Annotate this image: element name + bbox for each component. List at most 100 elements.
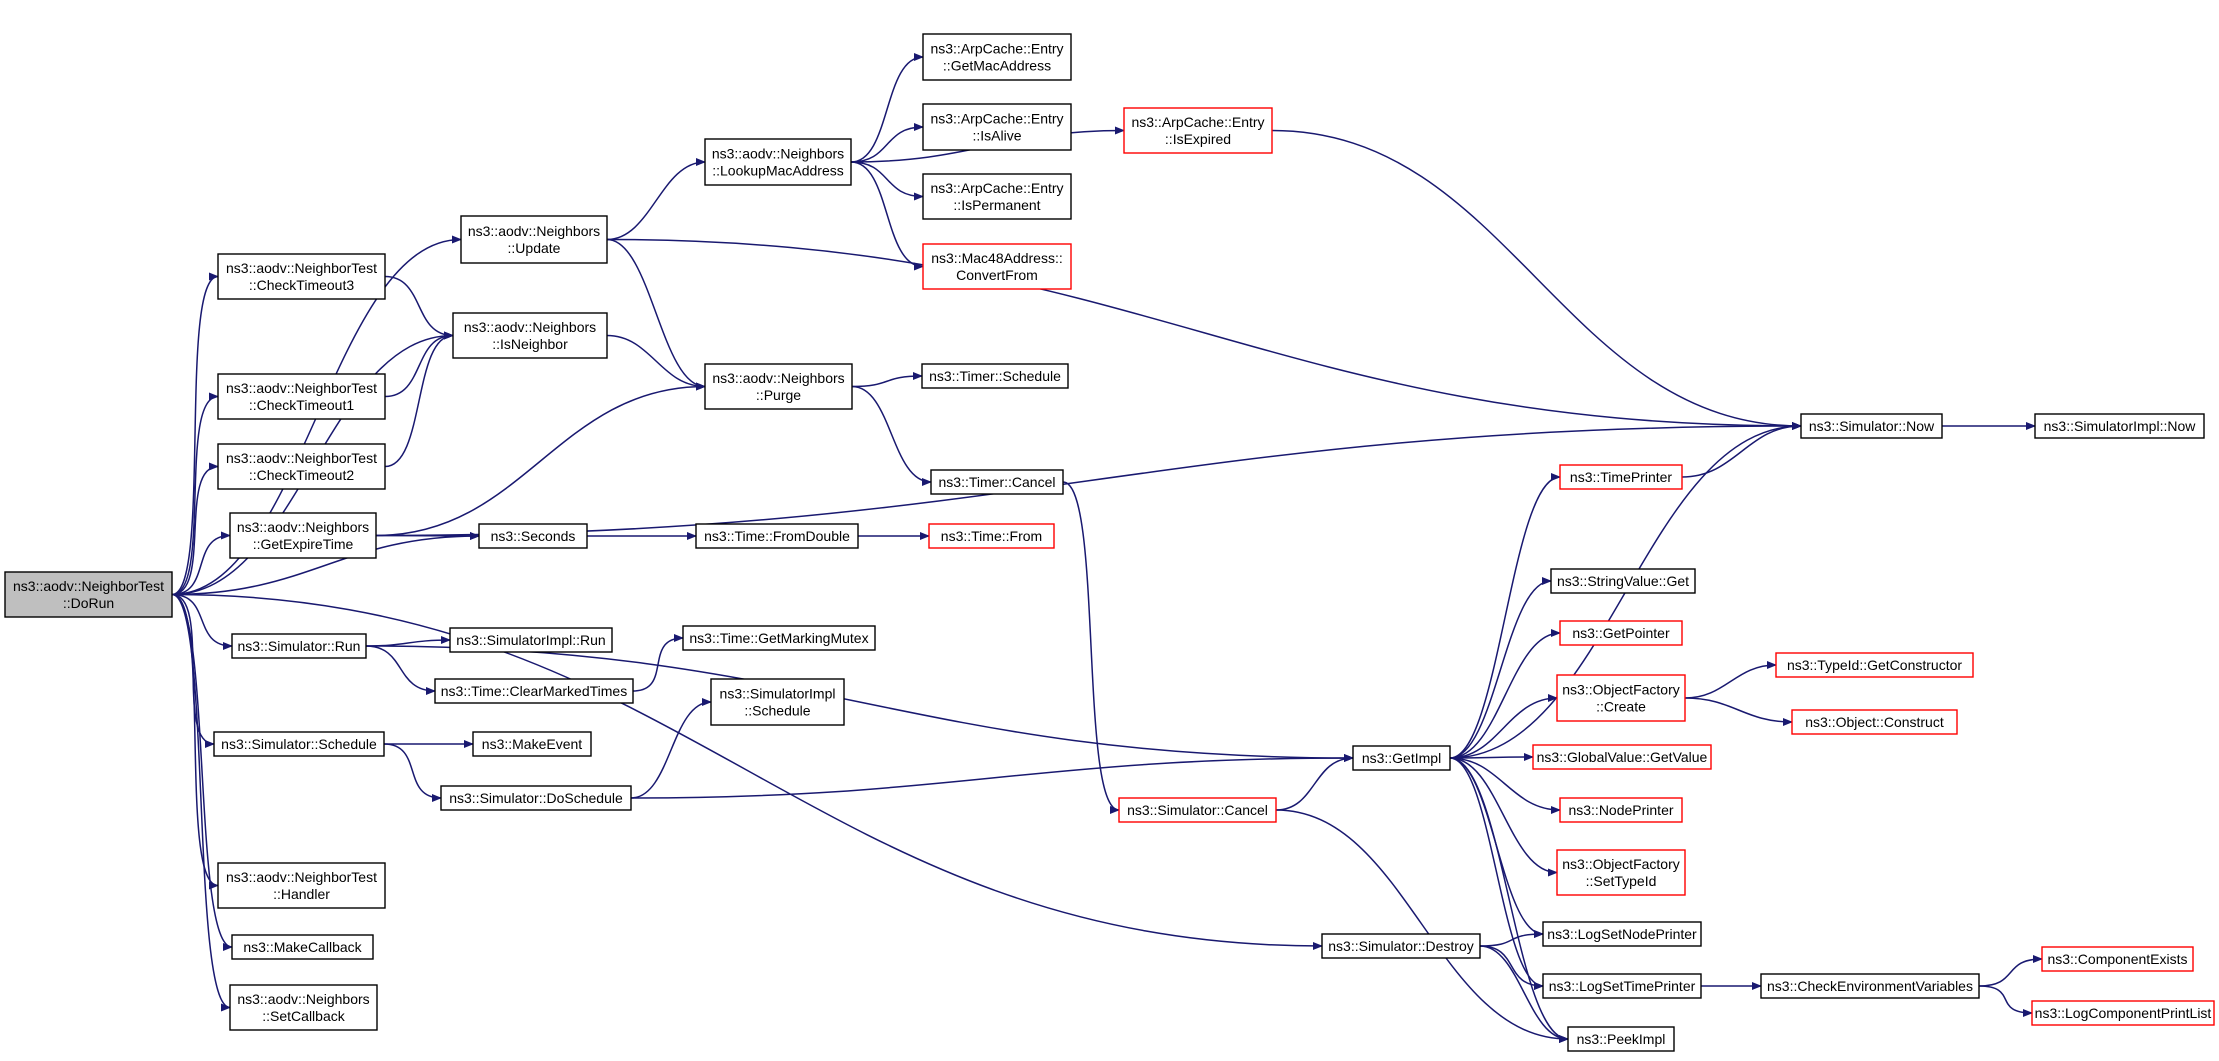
node-ct3-box[interactable] [217,253,386,300]
node-nodeprinter[interactable]: ns3::NodePrinter [1559,797,1683,823]
node-clearmarked[interactable]: ns3::Time::ClearMarkedTimes [434,678,634,704]
node-ct2-box[interactable] [217,443,386,490]
node-logsettime-box[interactable] [1542,973,1702,999]
node-ispermanent-box[interactable] [922,173,1072,220]
node-simimplnow[interactable]: ns3::SimulatorImpl::Now [2034,413,2205,439]
node-doschedule[interactable]: ns3::Simulator::DoSchedule [440,785,632,811]
node-simschedule-box[interactable] [213,731,385,757]
node-peekimpl[interactable]: ns3::PeekImpl [1567,1026,1675,1052]
node-seconds-box[interactable] [478,523,588,549]
node-nodeprinter-box[interactable] [1559,797,1683,823]
node-ofcreate[interactable]: ns3::ObjectFactory::Create [1556,674,1686,722]
node-seconds[interactable]: ns3::Seconds [478,523,588,549]
node-isalive[interactable]: ns3::ArpCache::Entry::IsAlive [922,103,1072,151]
node-simrun-box[interactable] [231,633,367,659]
node-getmac[interactable]: ns3::ArpCache::Entry::GetMacAddress [922,33,1072,81]
node-isexpired[interactable]: ns3::ArpCache::Entry::IsExpired [1123,107,1273,154]
node-timefrom[interactable]: ns3::Time::From [928,523,1055,549]
node-simimplnow-box[interactable] [2034,413,2205,439]
node-timerschedule[interactable]: ns3::Timer::Schedule [921,363,1069,389]
node-simnow[interactable]: ns3::Simulator::Now [1800,413,1943,439]
node-makeevent[interactable]: ns3::MakeEvent [472,731,592,757]
node-makecallback[interactable]: ns3::MakeCallback [231,934,374,960]
node-isexpired-box[interactable] [1123,107,1273,154]
node-simcancel-box[interactable] [1118,797,1277,823]
node-timeprinter[interactable]: ns3::TimePrinter [1559,464,1683,490]
node-globalvalue[interactable]: ns3::GlobalValue::GetValue [1532,744,1712,770]
node-ofsettypeid-box[interactable] [1556,849,1686,896]
node-getmarking-box[interactable] [682,625,876,651]
node-simimplschedule-box[interactable] [710,678,845,726]
node-timercancel[interactable]: ns3::Timer::Cancel [930,469,1064,495]
node-lookupmac[interactable]: ns3::aodv::Neighbors::LookupMacAddress [704,138,852,186]
node-getmac-box[interactable] [922,33,1072,81]
node-isneighbor[interactable]: ns3::aodv::Neighbors::IsNeighbor [452,312,608,359]
node-logsettime[interactable]: ns3::LogSetTimePrinter [1542,973,1702,999]
node-simimplrun[interactable]: ns3::SimulatorImpl::Run [449,627,613,653]
node-handler[interactable]: ns3::aodv::NeighborTest::Handler [217,862,386,909]
node-timercancel-box[interactable] [930,469,1064,495]
node-fromdouble[interactable]: ns3::Time::FromDouble [695,523,859,549]
node-checkenv-box[interactable] [1760,973,1980,999]
node-simimplschedule[interactable]: ns3::SimulatorImpl::Schedule [710,678,845,726]
node-handler-box[interactable] [217,862,386,909]
node-objconstruct[interactable]: ns3::Object::Construct [1791,709,1958,735]
node-objconstruct-box[interactable] [1791,709,1958,735]
node-ct1-box[interactable] [217,373,386,420]
node-clearmarked-box[interactable] [434,678,634,704]
node-purge[interactable]: ns3::aodv::Neighbors::Purge [704,363,853,410]
node-getexpire-box[interactable] [229,512,377,559]
node-ct3[interactable]: ns3::aodv::NeighborTest::CheckTimeout3 [217,253,386,300]
node-logcompprint-box[interactable] [2031,1000,2215,1026]
node-simnow-box[interactable] [1800,413,1943,439]
node-setcallback-box[interactable] [229,984,378,1031]
node-doschedule-box[interactable] [440,785,632,811]
node-simcancel[interactable]: ns3::Simulator::Cancel [1118,797,1277,823]
node-timeprinter-box[interactable] [1559,464,1683,490]
node-dorun-box[interactable] [4,571,173,618]
node-stringvalueget-box[interactable] [1550,568,1696,594]
node-timefrom-box[interactable] [928,523,1055,549]
node-makecallback-box[interactable] [231,934,374,960]
node-convertfrom[interactable]: ns3::Mac48Address::ConvertFrom [922,243,1072,290]
node-typeidgetctor-box[interactable] [1775,652,1974,678]
node-ispermanent[interactable]: ns3::ArpCache::Entry::IsPermanent [922,173,1072,220]
node-dorun[interactable]: ns3::aodv::NeighborTest::DoRun [4,571,173,618]
node-globalvalue-box[interactable] [1532,744,1712,770]
node-compexists[interactable]: ns3::ComponentExists [2041,946,2194,972]
node-checkenv[interactable]: ns3::CheckEnvironmentVariables [1760,973,1980,999]
node-getimpl-box[interactable] [1352,745,1451,771]
node-simrun[interactable]: ns3::Simulator::Run [231,633,367,659]
node-getpointer[interactable]: ns3::GetPointer [1559,620,1683,646]
node-ofcreate-box[interactable] [1556,674,1686,722]
node-convertfrom-box[interactable] [922,243,1072,290]
node-getpointer-box[interactable] [1559,620,1683,646]
node-update[interactable]: ns3::aodv::Neighbors::Update [460,215,608,264]
node-timerschedule-box[interactable] [921,363,1069,389]
node-stringvalueget[interactable]: ns3::StringValue::Get [1550,568,1696,594]
node-simdestroy[interactable]: ns3::Simulator::Destroy [1321,933,1481,959]
node-simdestroy-box[interactable] [1321,933,1481,959]
node-ct1[interactable]: ns3::aodv::NeighborTest::CheckTimeout1 [217,373,386,420]
node-typeidgetctor[interactable]: ns3::TypeId::GetConstructor [1775,652,1974,678]
node-logsetnode[interactable]: ns3::LogSetNodePrinter [1542,921,1702,947]
node-getimpl[interactable]: ns3::GetImpl [1352,745,1451,771]
node-purge-box[interactable] [704,363,853,410]
node-getexpire[interactable]: ns3::aodv::Neighbors::GetExpireTime [229,512,377,559]
node-simschedule[interactable]: ns3::Simulator::Schedule [213,731,385,757]
node-isneighbor-box[interactable] [452,312,608,359]
node-logcompprint[interactable]: ns3::LogComponentPrintList [2031,1000,2215,1026]
node-getmarking[interactable]: ns3::Time::GetMarkingMutex [682,625,876,651]
node-update-box[interactable] [460,215,608,264]
node-ofsettypeid[interactable]: ns3::ObjectFactory::SetTypeId [1556,849,1686,896]
node-fromdouble-box[interactable] [695,523,859,549]
node-simimplrun-box[interactable] [449,627,613,653]
node-setcallback[interactable]: ns3::aodv::Neighbors::SetCallback [229,984,378,1031]
node-compexists-box[interactable] [2041,946,2194,972]
node-lookupmac-box[interactable] [704,138,852,186]
node-peekimpl-box[interactable] [1567,1026,1675,1052]
node-ct2[interactable]: ns3::aodv::NeighborTest::CheckTimeout2 [217,443,386,490]
node-isalive-box[interactable] [922,103,1072,151]
node-logsetnode-box[interactable] [1542,921,1702,947]
node-makeevent-box[interactable] [472,731,592,757]
